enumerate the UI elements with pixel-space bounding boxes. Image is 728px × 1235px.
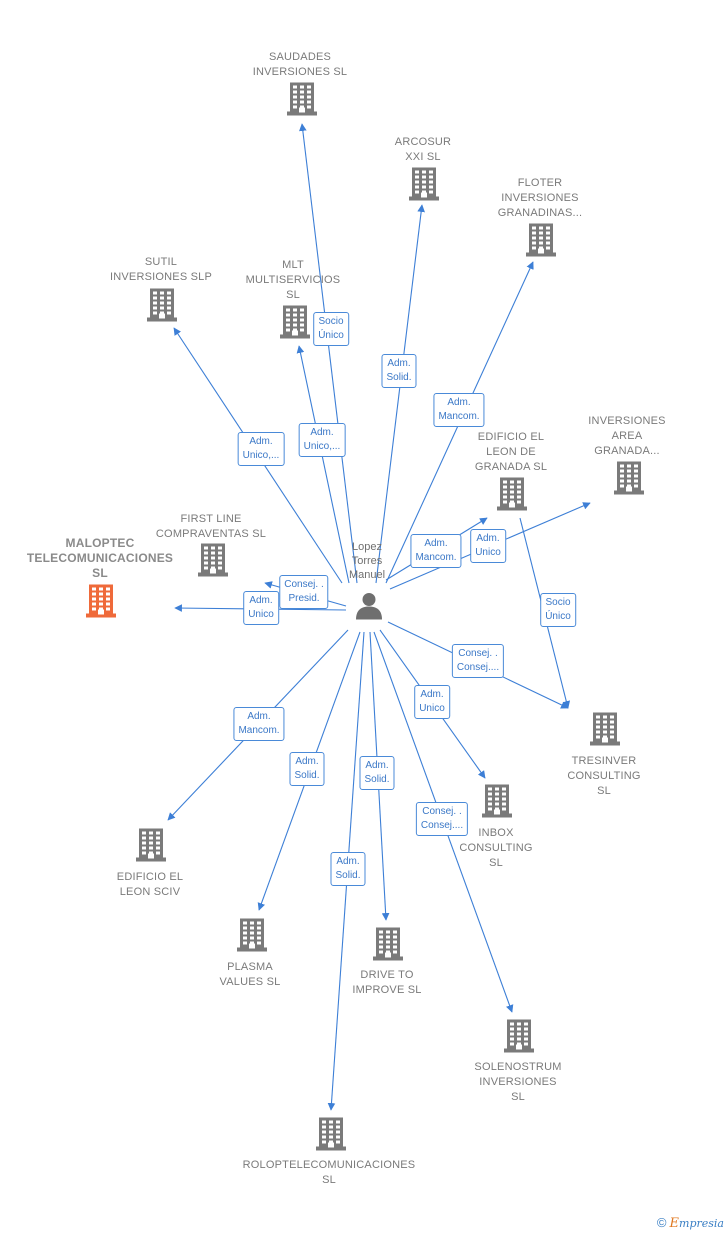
company-label-arcosur[interactable]: ARCOSUR XXI SL (394, 136, 452, 163)
edge-label-inversiones-area[interactable]: Adm. Mancom. (410, 534, 462, 568)
edge-label-tresinver[interactable]: Socio Único (540, 593, 576, 627)
company-solenostrum-icon[interactable] (504, 1019, 534, 1058)
edge-label-edificio-leon-granada[interactable]: Adm. Unico (470, 529, 506, 563)
edge-label-solenostrum[interactable]: Consej. . Consej.... (415, 802, 469, 836)
person-icon[interactable] (354, 591, 384, 626)
edge-person-to-arcosur (375, 204, 425, 584)
company-label-drive[interactable]: DRIVE TO IMPROVE SL (352, 969, 422, 996)
edge-person-to-mlt (296, 345, 350, 584)
company-label-saudades[interactable]: SAUDADES INVERSIONES SL (252, 51, 348, 78)
edge-label-plasma[interactable]: Adm. Solid. (289, 752, 325, 786)
company-label-plasma[interactable]: PLASMA VALUES SL (219, 961, 281, 988)
company-saudades-icon[interactable] (287, 82, 317, 121)
company-tresinver-icon[interactable] (590, 712, 620, 751)
company-first-line-icon[interactable] (198, 543, 228, 582)
company-inbox-icon[interactable] (482, 784, 512, 823)
edge-label-inbox[interactable]: Adm. Unico (414, 685, 450, 719)
company-drive-icon[interactable] (373, 927, 403, 966)
company-label-inbox[interactable]: INBOX CONSULTING SL (459, 827, 533, 869)
edge-label-rolop[interactable]: Adm. Solid. (330, 852, 366, 886)
company-plasma-icon[interactable] (237, 918, 267, 957)
company-label-rolop[interactable]: ROLOPTELECOMUNICACIONES SL (242, 1159, 416, 1186)
brand-footer: © Empresia (657, 1215, 724, 1231)
company-rolop-icon[interactable] (316, 1117, 346, 1156)
edge-label-sutil[interactable]: Adm. Unico,... (237, 432, 285, 466)
company-label-tresinver[interactable]: TRESINVER CONSULTING SL (567, 755, 641, 797)
company-edificio-leon-granada-icon[interactable] (497, 477, 527, 516)
edge-person-to-saudades (299, 123, 358, 584)
company-label-sutil[interactable]: SUTIL INVERSIONES SLP (109, 256, 213, 283)
company-label-maloptec[interactable]: MALOPTEC TELECOMUNICACIONES SL (26, 536, 174, 580)
edge-label-drive[interactable]: Adm. Solid. (359, 756, 395, 790)
company-label-mlt[interactable]: MLT MULTISERVICIOS SL (245, 259, 341, 301)
edge-label-tresinver[interactable]: Consej. . Consej.... (451, 644, 505, 678)
copyright-symbol: © (656, 1215, 667, 1230)
company-arcosur-icon[interactable] (409, 167, 439, 206)
edge-label-floter[interactable]: Adm. Mancom. (433, 393, 485, 427)
edge-label-arcosur[interactable]: Adm. Solid. (381, 354, 417, 388)
edge-label-saudades[interactable]: Socio Único (313, 312, 349, 346)
company-edificio-sciv-icon[interactable] (136, 828, 166, 867)
focus-company-maloptec-icon[interactable] (86, 584, 116, 623)
company-label-inversiones-area[interactable]: INVERSIONES AREA GRANADA... (588, 415, 666, 457)
company-mlt-icon[interactable] (280, 305, 310, 344)
company-sutil-icon[interactable] (147, 288, 177, 327)
company-label-floter[interactable]: FLOTER INVERSIONES GRANADINAS... (497, 177, 583, 219)
company-label-solenostrum[interactable]: SOLENOSTRUM INVERSIONES SL (474, 1061, 562, 1103)
company-label-edificio-sciv[interactable]: EDIFICIO EL LEON SCIV (116, 871, 184, 898)
edge-label-edificio-sciv[interactable]: Adm. Mancom. (233, 707, 285, 741)
person-name-label[interactable]: Lopez Torres Manuel (348, 541, 386, 581)
company-inversiones-area-icon[interactable] (614, 461, 644, 500)
brand-initial: E (669, 1216, 680, 1231)
edge-label-maloptec[interactable]: Adm. Unico (243, 591, 279, 625)
company-floter-icon[interactable] (526, 223, 556, 262)
company-label-first-line[interactable]: FIRST LINE COMPRAVENTAS SL (155, 513, 267, 540)
company-label-edificio-leon-granada[interactable]: EDIFICIO EL LEON DE GRANADA SL (474, 431, 548, 473)
edge-label-first-line[interactable]: Consej. . Presid. (279, 575, 329, 609)
edge-label-mlt[interactable]: Adm. Unico,... (298, 423, 346, 457)
brand-name: mpresia (679, 1217, 724, 1230)
